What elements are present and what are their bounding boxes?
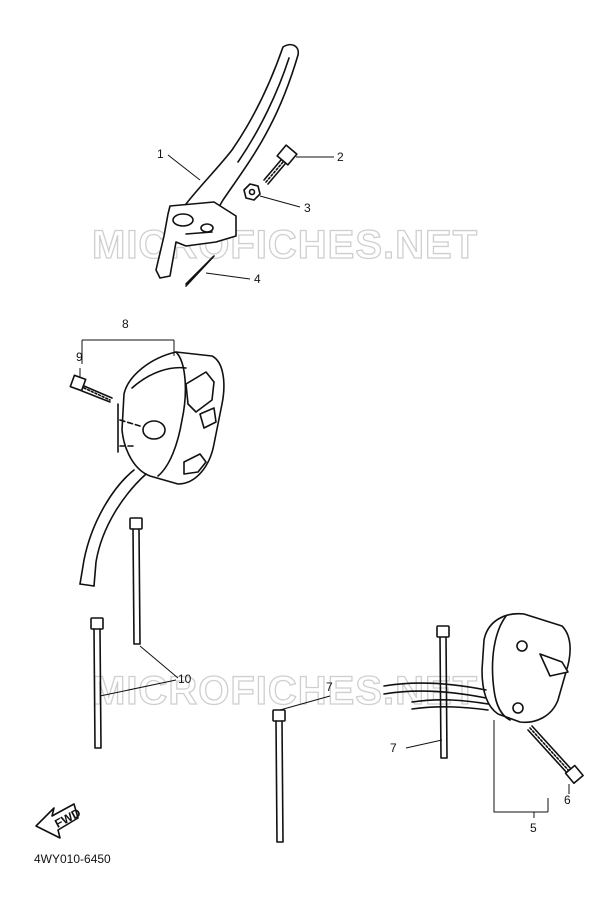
cable-ties-10 (90, 517, 143, 749)
screw-6 (527, 725, 584, 785)
diagram-code: 4WY010-6450 (34, 852, 111, 866)
nut-3 (243, 183, 261, 201)
callout-7-upper: 7 (326, 680, 333, 694)
callout-3: 3 (304, 201, 311, 215)
wire-harness-left (79, 469, 147, 587)
cable-ties-7 (272, 625, 450, 843)
fwd-label: FWD (52, 805, 83, 830)
leader-lines (79, 154, 570, 818)
callout-9: 9 (76, 350, 83, 364)
fwd-arrow-icon: FWD (35, 803, 83, 839)
callout-1: 1 (157, 147, 164, 161)
callout-10: 10 (178, 672, 192, 686)
lever (155, 43, 300, 279)
callout-6: 6 (564, 793, 571, 807)
bolt-2 (263, 144, 298, 185)
callout-8: 8 (122, 317, 129, 331)
callout-4: 4 (254, 272, 261, 286)
callout-2: 2 (337, 150, 344, 164)
screw-9 (69, 374, 113, 403)
callout-7-lower: 7 (390, 741, 397, 755)
left-handlebar-switch (117, 351, 225, 485)
wire-harness-right (383, 682, 489, 711)
watermark-upper: MICROFICHES.NET (92, 223, 478, 267)
right-handlebar-switch (481, 612, 571, 724)
spring-4 (185, 255, 215, 287)
callout-5: 5 (530, 821, 537, 835)
